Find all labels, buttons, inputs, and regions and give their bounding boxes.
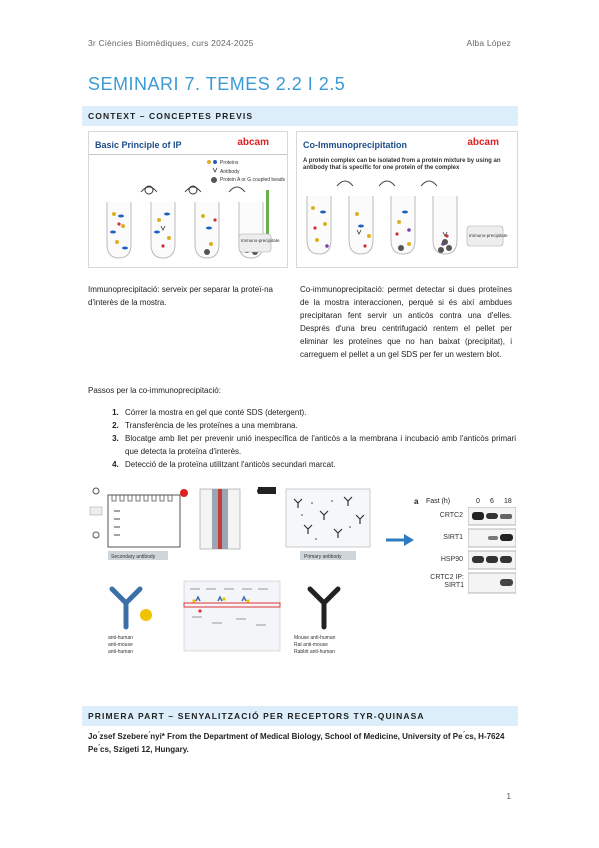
blot-row-label: SIRT1 (443, 534, 463, 541)
primary-species-3: Rabbit anti-human (294, 649, 335, 655)
figure-coip: Co-Immunoprecipitation abcam A protein c… (296, 131, 518, 268)
blot-panel-letter: a (414, 497, 419, 506)
steps-intro: Passos per la co-immunoprecipitació: (88, 386, 221, 395)
steps-list: Córrer la mostra en gel que conté SDS (d… (103, 406, 516, 471)
secondary-species-2: anti-mouse (108, 642, 133, 648)
western-blot-figure: Secondary antibody Primary antibody anti… (88, 485, 378, 675)
abcam-logo: abcam (237, 137, 269, 148)
section-heading-context-text: CONTEXT – CONCEPTES PREVIS (88, 111, 254, 121)
blot-bands (468, 507, 516, 594)
page-title: SEMINARI 7. TEMES 2.2 I 2.5 (88, 74, 346, 94)
figure-coip-subtitle: A protein complex can be isolated from a… (303, 158, 501, 171)
blot-timepoint: 0 (476, 498, 480, 505)
coip-diagram: Immuno-precipitate (306, 180, 508, 255)
step-item: Detecció de la proteïna utilitzant l'ant… (121, 458, 516, 471)
figure-coip-title: Co-Immunoprecipitation (303, 140, 407, 150)
step-item: Córrer la mostra en gel que conté SDS (d… (121, 406, 516, 419)
secondary-antibody-label: Secondary antibody (111, 554, 156, 560)
abcam-logo: abcam (467, 137, 499, 148)
blot-row-label: CRTC2 IP: SIRT1 (430, 574, 464, 589)
legend-beads: Protein A or G coupled beads (220, 177, 286, 183)
text-co-immunoprecipitation: Co-immunoprecipitació: permet detectar s… (300, 285, 512, 359)
secondary-species-3: anti-human (108, 649, 133, 655)
step-item: Blocatge amb llet per prevenir unió ines… (121, 432, 516, 458)
text-immunoprecipitation: Immunoprecipitació: serveix per separar … (88, 285, 273, 307)
blot-panel: a Fast (h) 0 6 18 CRTC2 SIRT1 HSP90 CRTC… (414, 497, 520, 599)
western-blot-diagram: Secondary antibody Primary antibody anti… (89, 487, 371, 655)
immunoprecipitate-label: Immuno-precipitate (241, 238, 280, 243)
step-item: Transferència de les proteïnes a una mem… (121, 419, 516, 432)
legend-antibody: Antibody (220, 169, 240, 175)
blot-header: Fast (h) (426, 498, 451, 505)
ip-diagram: Proteins Antibody Protein A or G coupled… (106, 160, 286, 259)
immunoprecipitate-label: Immuno-precipitate (469, 233, 508, 238)
figure-ip: Basic Principle of IP abcam Proteins Ant… (88, 131, 288, 268)
figure-ip-title: Basic Principle of IP (95, 140, 182, 150)
primary-species-2: Rat anti-mouse (294, 642, 328, 648)
primary-species-1: Mouse anti-human (294, 635, 336, 641)
section-heading-context: CONTEXT – CONCEPTES PREVIS (82, 106, 518, 126)
blot-timepoint: 6 (490, 498, 494, 505)
secondary-species-1: anti-human (108, 635, 133, 641)
green-accent-bar (266, 190, 269, 252)
arrow-right-icon (386, 534, 414, 546)
section-heading-primera-part-text: PRIMERA PART – SENYALITZACIÓ PER RECEPTO… (88, 711, 425, 721)
section-heading-primera-part: PRIMERA PART – SENYALITZACIÓ PER RECEPTO… (82, 706, 518, 726)
header-course: 3r Ciències Biomèdiques, curs 2024-2025 (88, 38, 254, 48)
reference-text: Jo ́zsef Szebere ́nyi* From the Departme… (88, 732, 505, 754)
header-author: Alba López (466, 38, 511, 48)
legend-proteins: Proteins (220, 160, 239, 166)
blot-timepoint: 18 (504, 498, 512, 505)
page-number: 1 (506, 792, 511, 801)
blot-row-label: HSP90 (440, 556, 463, 563)
blot-row-label: CRTC2 (439, 512, 463, 519)
primary-antibody-label: Primary antibody (304, 554, 342, 560)
